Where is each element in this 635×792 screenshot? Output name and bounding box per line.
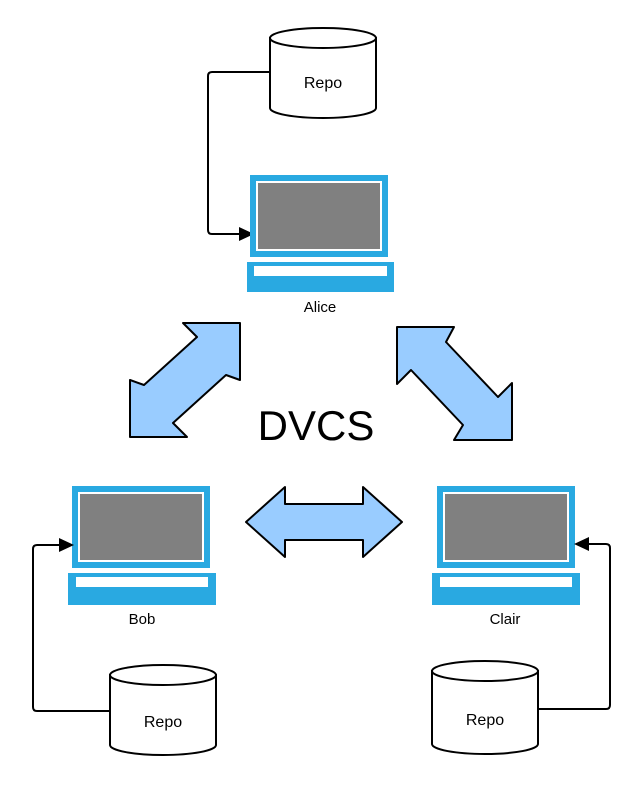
bob-repo: Repo (109, 664, 217, 756)
laptop-screen (78, 492, 204, 562)
sync-arrow-alice-clair (396, 326, 513, 441)
bob-laptop: Bob (68, 486, 216, 628)
laptop-icon (432, 486, 580, 605)
bob-repo-connector (32, 538, 110, 712)
laptop-keyboard-inset (76, 577, 208, 587)
clair-repo: Repo (431, 660, 539, 755)
laptop-keyboard-inset (254, 266, 387, 276)
laptop-icon (247, 175, 394, 292)
laptop-screen (443, 492, 569, 562)
alice-repo-label: Repo (304, 75, 342, 92)
laptop-keyboard-inset (440, 577, 572, 587)
clair-repo-connector (538, 537, 611, 710)
alice-repo: Repo (269, 27, 377, 119)
clair-label: Clair (490, 611, 521, 628)
clair-laptop: Clair (432, 486, 580, 628)
alice-repo-connector (207, 71, 270, 241)
diagram-title: DVCS (258, 402, 375, 449)
bob-repo-label: Repo (144, 714, 182, 731)
bob-label: Bob (129, 611, 156, 628)
clair-repo-label: Repo (466, 712, 504, 729)
sync-arrow-bob-clair (245, 486, 403, 558)
alice-laptop: Alice (247, 175, 394, 316)
sync-arrow-alice-bob (129, 322, 241, 438)
alice-connector-arrowhead (239, 227, 254, 241)
laptop-screen (256, 181, 382, 251)
laptop-icon (68, 486, 216, 605)
bob-connector-arrowhead (59, 538, 74, 552)
alice-label: Alice (304, 299, 337, 316)
clair-connector-arrowhead (574, 537, 589, 551)
